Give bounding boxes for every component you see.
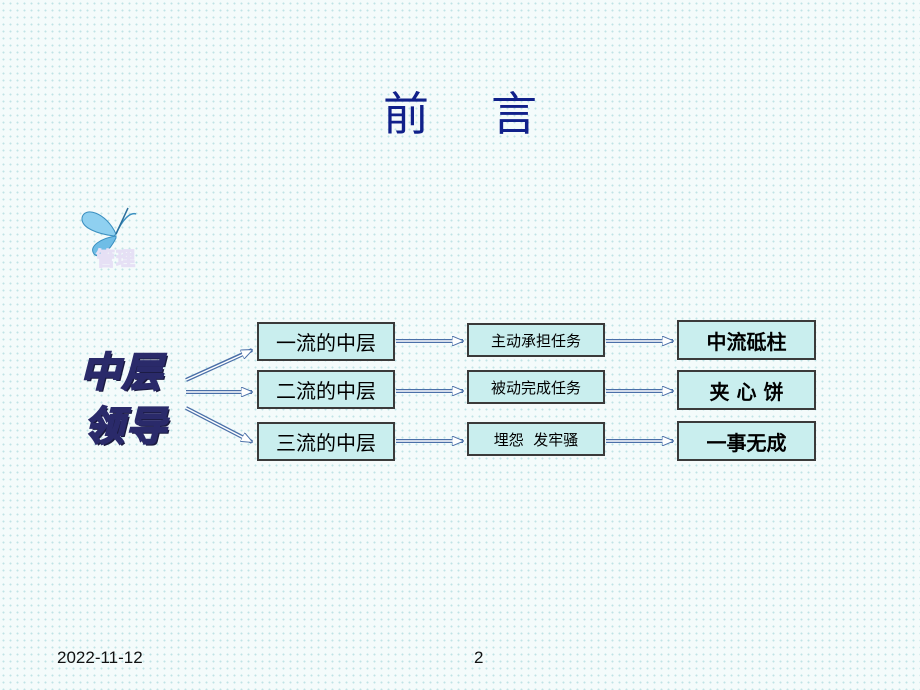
page-number: 2 — [474, 648, 484, 667]
row1-result-box: 中流砥柱 — [677, 320, 816, 360]
row1-attitude-box: 主动承担任务 — [467, 323, 605, 357]
row2-level-box: 二流的中层 — [257, 370, 395, 409]
left-label-line-1: 中层 — [79, 349, 164, 397]
row2-result-box: 夹 心 饼 — [677, 370, 816, 410]
row2-attitude-box: 被动完成任务 — [467, 370, 605, 404]
slide-title: 前言 — [0, 78, 920, 144]
title-char-2: 言 — [491, 87, 537, 141]
title-char-1: 前 — [383, 87, 429, 141]
row3-level-box: 三流的中层 — [257, 422, 395, 461]
row3-attitude-box: 埋怨 发牢骚 — [467, 422, 605, 456]
butterfly-logo-icon — [81, 207, 137, 257]
left-label-line-2: 领导 — [83, 403, 168, 451]
logo-text: 管理 — [95, 248, 137, 271]
row1-level-box: 一流的中层 — [257, 322, 395, 361]
footer-date: 2022-11-12 — [57, 648, 143, 667]
row3-result-box: 一事无成 — [677, 421, 816, 461]
